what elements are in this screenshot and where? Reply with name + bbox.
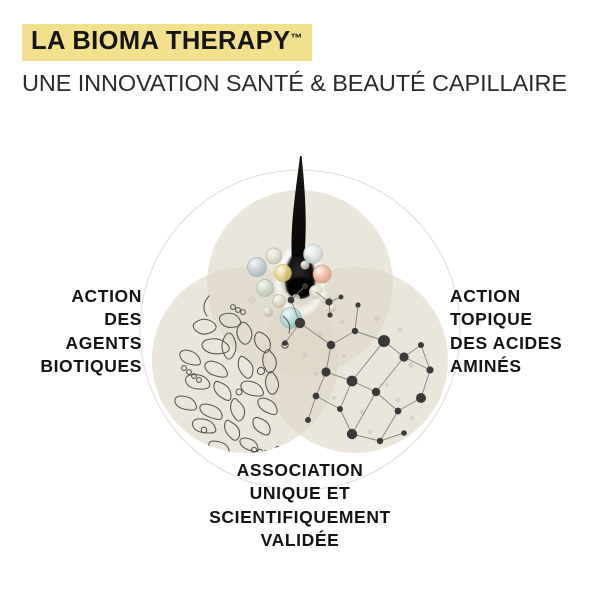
- bubble: [274, 264, 292, 282]
- title-highlight: LA BIOMA THERAPY™: [22, 24, 312, 61]
- bacterium-rod: [174, 395, 197, 411]
- bubble: [280, 307, 302, 329]
- network-nodes: [282, 283, 434, 445]
- bubble: [312, 264, 332, 284]
- bacterium-rod: [192, 318, 217, 335]
- bacterium-rod: [262, 348, 277, 374]
- bacterium-rod: [184, 374, 211, 390]
- bubble: [309, 285, 331, 303]
- bacterium-rod: [213, 380, 232, 401]
- bacterium-rod: [208, 440, 230, 453]
- amino-acid-network-illustration: [282, 283, 434, 445]
- bacterium-rod: [199, 403, 223, 421]
- bacterium-rod: [264, 370, 280, 395]
- venn-circles: [152, 190, 448, 453]
- bubble: [248, 296, 256, 304]
- bacterium-rod: [254, 331, 271, 353]
- bubble: [265, 247, 283, 265]
- bubble: [272, 294, 286, 308]
- cocci-chain: [250, 445, 282, 453]
- label-action-agents-biotiques: ACTION DES AGENTS BIOTIQUES: [40, 286, 142, 376]
- follicle-bulb-icon: [284, 256, 316, 298]
- cocci-chain: [181, 365, 202, 383]
- outer-ring: [139, 169, 461, 491]
- bacterium-rod: [204, 360, 228, 378]
- amino-acid-network-circle: [262, 267, 448, 453]
- follicle-papilla-icon: [286, 292, 314, 301]
- microbiome-illustration: [174, 295, 291, 453]
- bacterium-rod: [240, 380, 264, 397]
- bacterium-rod: [252, 416, 271, 436]
- bacterium-rod: [239, 437, 259, 453]
- trademark-symbol: ™: [290, 31, 303, 45]
- cocci-single: [200, 341, 289, 434]
- label-action-topique-acides-amines: ACTION TOPIQUE DES ACIDES AMINÉS: [450, 286, 563, 376]
- bacterium-rod: [230, 397, 246, 422]
- microbiome-bubbles: [247, 244, 337, 329]
- bubble: [247, 257, 267, 277]
- bacterium-rod: [201, 338, 230, 355]
- bacterium-rod: [218, 312, 242, 328]
- title-row: LA BIOMA THERAPY™: [22, 24, 312, 61]
- bubble: [300, 260, 310, 270]
- subtitle: UNE INNOVATION SANTÉ & BEAUTÉ CAPILLAIRE: [22, 70, 567, 96]
- cocci-chain: [230, 304, 246, 315]
- bacterium-curved: [203, 295, 210, 317]
- hair-shaft-icon: [291, 156, 306, 278]
- network-edges: [284, 285, 431, 442]
- microbiome-circle: [152, 267, 338, 453]
- bubble: [303, 244, 323, 264]
- hair-follicle-circle: [207, 190, 393, 376]
- follicle-halo: [273, 243, 327, 319]
- bacterium-curved: [282, 315, 291, 334]
- bubble: [292, 294, 300, 302]
- bacterium-rod: [257, 397, 278, 416]
- molecule-fragment: [315, 291, 344, 318]
- bubble: [256, 279, 274, 297]
- bacterium-rod: [224, 419, 241, 441]
- network-faded-nodes: [302, 315, 415, 435]
- bacterium-rod: [179, 349, 201, 366]
- hair-shaft-tip: [298, 156, 302, 206]
- label-association-unique-scientifiquement-validee: ASSOCIATION UNIQUE ET SCIENTIFIQUEMENT V…: [209, 460, 391, 550]
- bacterium-rod: [191, 418, 217, 434]
- bacterium-rod: [221, 332, 237, 360]
- hair-follicle-illustration: [247, 156, 337, 329]
- page-title: LA BIOMA THERAPY: [31, 27, 291, 55]
- bacterium-rod: [237, 355, 254, 379]
- bacterium-rod: [236, 321, 253, 345]
- bubble: [263, 307, 273, 317]
- follicle-root-shadow: [287, 277, 313, 299]
- bubble: [325, 301, 337, 313]
- follicle-sheath-outline: [280, 265, 320, 302]
